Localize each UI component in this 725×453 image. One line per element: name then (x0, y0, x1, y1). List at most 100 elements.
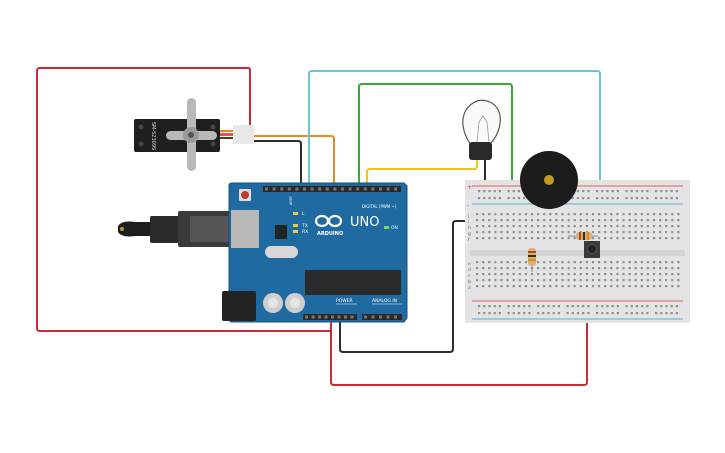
breadboard-hole[interactable] (598, 219, 601, 222)
header-pin[interactable] (318, 315, 321, 319)
breadboard-hole[interactable] (493, 197, 496, 200)
breadboard-hole[interactable] (547, 305, 550, 308)
breadboard-hole[interactable] (494, 273, 497, 276)
breadboard-hole[interactable] (585, 285, 588, 288)
breadboard-hole[interactable] (641, 305, 644, 308)
breadboard-hole[interactable] (675, 190, 678, 193)
breadboard-hole[interactable] (555, 273, 558, 276)
breadboard-hole[interactable] (591, 219, 595, 222)
breadboard-hole[interactable] (671, 285, 674, 288)
header-pin[interactable] (394, 187, 398, 191)
breadboard-hole[interactable] (665, 305, 668, 308)
breadboard-hole[interactable] (622, 219, 625, 222)
servo-motor[interactable]: SM-S2309S (134, 98, 254, 171)
breadboard-hole[interactable] (610, 267, 613, 270)
breadboard-hole[interactable] (488, 213, 491, 216)
breadboard[interactable]: j i h g f e d c b a + - (465, 180, 690, 323)
breadboard-hole[interactable] (652, 261, 656, 264)
breadboard-hole[interactable] (640, 267, 643, 270)
breadboard-hole[interactable] (610, 273, 613, 276)
breadboard-hole[interactable] (537, 225, 540, 228)
breadboard-hole[interactable] (677, 219, 680, 222)
header-pin[interactable] (305, 315, 308, 319)
breadboard-hole[interactable] (555, 267, 558, 270)
breadboard-hole[interactable] (571, 197, 574, 200)
breadboard-hole[interactable] (622, 261, 625, 264)
breadboard-hole[interactable] (587, 190, 590, 193)
breadboard-hole[interactable] (517, 197, 521, 200)
breadboard-hole[interactable] (596, 190, 599, 193)
breadboard-hole[interactable] (543, 267, 546, 270)
breadboard-hole[interactable] (549, 231, 552, 234)
breadboard-hole[interactable] (634, 285, 637, 288)
breadboard-hole[interactable] (665, 197, 668, 200)
breadboard-hole[interactable] (646, 305, 649, 308)
breadboard-hole[interactable] (573, 213, 576, 216)
breadboard-hole[interactable] (488, 190, 491, 193)
breadboard-hole[interactable] (640, 279, 643, 282)
breadboard-hole[interactable] (512, 225, 515, 228)
breadboard-hole[interactable] (488, 237, 491, 240)
breadboard-hole[interactable] (601, 312, 604, 315)
breadboard-hole[interactable] (488, 267, 491, 270)
breadboard-hole[interactable] (610, 231, 613, 234)
breadboard-hole[interactable] (628, 285, 631, 288)
breadboard-hole[interactable] (507, 197, 510, 200)
breadboard-hole[interactable] (506, 279, 509, 282)
breadboard-hole[interactable] (665, 267, 668, 270)
breadboard-hole[interactable] (530, 237, 534, 240)
breadboard-hole[interactable] (646, 279, 649, 282)
breadboard-hole[interactable] (660, 197, 663, 200)
breadboard-hole[interactable] (598, 231, 601, 234)
breadboard-hole[interactable] (591, 237, 595, 240)
breadboard-hole[interactable] (655, 197, 658, 200)
breadboard-hole[interactable] (622, 285, 625, 288)
breadboard-hole[interactable] (616, 267, 619, 270)
breadboard-hole[interactable] (606, 312, 609, 315)
breadboard-hole[interactable] (573, 237, 576, 240)
breadboard-hole[interactable] (549, 261, 552, 264)
breadboard-hole[interactable] (616, 213, 619, 216)
wire-black-servo-ground[interactable] (251, 140, 302, 189)
breadboard-hole[interactable] (518, 219, 521, 222)
light-bulb[interactable] (462, 99, 501, 160)
breadboard-hole[interactable] (591, 273, 595, 276)
breadboard-hole[interactable] (518, 261, 521, 264)
breadboard-hole[interactable] (659, 273, 662, 276)
header-pin[interactable] (333, 187, 337, 191)
breadboard-hole[interactable] (655, 312, 658, 315)
breadboard-hole[interactable] (524, 219, 527, 222)
breadboard-hole[interactable] (652, 279, 656, 282)
breadboard-hole[interactable] (555, 213, 558, 216)
breadboard-hole[interactable] (585, 225, 588, 228)
piezo-buzzer[interactable] (520, 151, 578, 209)
breadboard-hole[interactable] (500, 273, 503, 276)
breadboard-hole[interactable] (616, 285, 619, 288)
breadboard-hole[interactable] (483, 197, 486, 200)
header-pin[interactable] (379, 187, 382, 191)
breadboard-hole[interactable] (530, 219, 534, 222)
breadboard-hole[interactable] (476, 261, 479, 264)
breadboard-hole[interactable] (493, 305, 496, 308)
breadboard-hole[interactable] (567, 273, 570, 276)
breadboard-hole[interactable] (677, 273, 680, 276)
breadboard-hole[interactable] (512, 219, 515, 222)
breadboard-hole[interactable] (555, 219, 558, 222)
breadboard-hole[interactable] (549, 273, 552, 276)
breadboard-hole[interactable] (630, 312, 633, 315)
breadboard-hole[interactable] (677, 267, 680, 270)
breadboard-hole[interactable] (571, 312, 574, 315)
breadboard-hole[interactable] (635, 312, 639, 315)
breadboard-hole[interactable] (476, 279, 479, 282)
breadboard-hole[interactable] (604, 225, 607, 228)
breadboard-hole[interactable] (552, 305, 555, 308)
breadboard-hole[interactable] (671, 231, 674, 234)
breadboard-hole[interactable] (530, 231, 534, 234)
breadboard-hole[interactable] (579, 273, 582, 276)
breadboard-hole[interactable] (585, 273, 588, 276)
breadboard-hole[interactable] (555, 279, 558, 282)
breadboard-hole[interactable] (604, 267, 607, 270)
breadboard-hole[interactable] (646, 267, 649, 270)
breadboard-hole[interactable] (646, 273, 649, 276)
breadboard-hole[interactable] (512, 261, 515, 264)
